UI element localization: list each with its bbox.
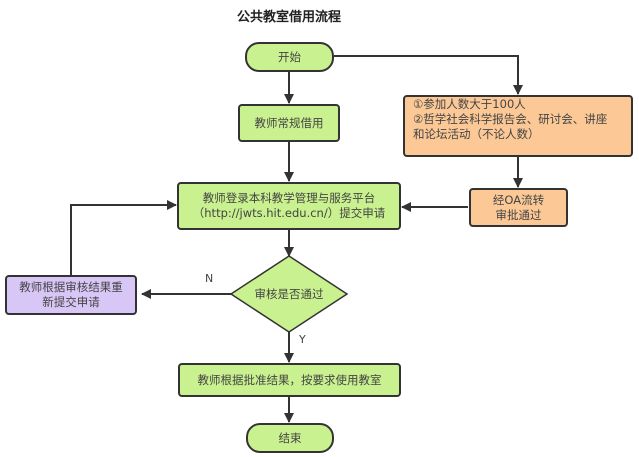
oa-approval-node[interactable]: 经OA流转 审批通过 [469,188,568,227]
yes-label: Y [299,333,306,346]
resubmit-line-1: 教师根据审核结果重 [19,280,123,294]
submit-application-line-2: （http://jwts.hit.edu.cn/）提交申请 [192,206,386,220]
start-label: 开始 [278,49,301,64]
special-condition-line-2: ②哲学社会科学报告会、研讨会、讲座 [413,112,608,126]
special-condition-node[interactable]: ①参加人数大于100人 ②哲学社会科学报告会、研讨会、讲座 和论坛活动（不论人数… [403,95,633,157]
decision-text: 审核是否通过 [254,287,324,301]
edge-resubmit-submit [70,200,177,275]
submit-application-node[interactable]: 教师登录本科教学管理与服务平台 （http://jwts.hit.edu.cn/… [177,182,401,230]
end-node[interactable]: 结束 [246,423,334,453]
special-condition-line-1: ①参加人数大于100人 [413,97,526,111]
special-condition-line-3: 和论坛活动（不论人数） [413,127,540,141]
edge-start-special [334,55,523,95]
decision-label: 审核是否通过 [231,286,347,302]
oa-approval-line-2: 审批通过 [495,207,542,222]
yes-text: Y [299,333,306,346]
end-label: 结束 [278,430,302,445]
title-text: 公共教室借用流程 [237,10,342,25]
use-classroom-label: 教师根据批准结果，按要求使用教室 [197,372,382,387]
regular-borrow-label: 教师常规借用 [254,115,324,130]
resubmit-node[interactable]: 教师根据审核结果重 新提交申请 [5,275,137,315]
regular-borrow-node[interactable]: 教师常规借用 [238,104,340,142]
oa-approval-line-1: 经OA流转 [492,192,545,207]
decision-diamond [229,255,349,333]
use-classroom-node[interactable]: 教师根据批准结果，按要求使用教室 [178,363,401,397]
no-text: N [205,272,214,285]
resubmit-line-2: 新提交申请 [42,295,100,309]
submit-application-line-1: 教师登录本科教学管理与服务平台 [202,191,376,205]
no-label: N [205,272,213,285]
start-node[interactable]: 开始 [245,42,334,72]
